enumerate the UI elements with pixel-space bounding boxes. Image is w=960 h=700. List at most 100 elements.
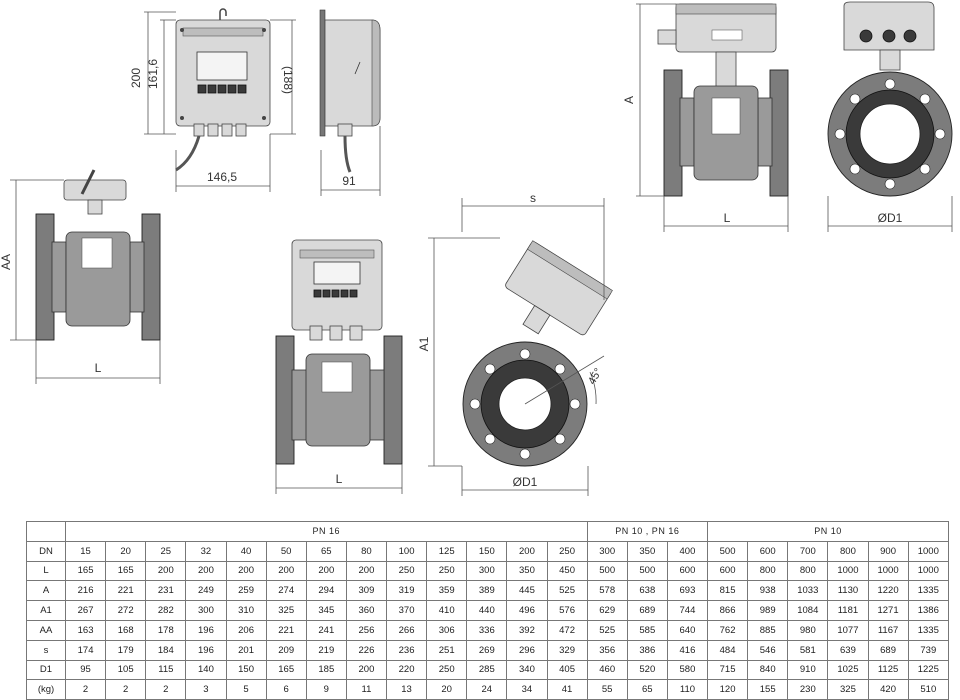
compact-meter-front-view: A L xyxy=(622,3,789,232)
table-cell: 249 xyxy=(185,580,227,602)
table-cell: 200 xyxy=(265,560,307,582)
remote-sensor-view: AA L xyxy=(0,169,161,384)
table-cell: 440 xyxy=(466,600,508,621)
table-cell: 196 xyxy=(185,639,227,661)
dim-label-161-6: 161,6 xyxy=(146,59,160,89)
table-cell: 274 xyxy=(265,580,307,602)
table-cell: 250 xyxy=(426,659,468,681)
table-cell: 580 xyxy=(666,659,709,681)
dim-label-188: (188) xyxy=(281,66,295,94)
table-cell: 6 xyxy=(265,679,307,700)
table-cell: 800 xyxy=(747,560,789,582)
table-cell: 200 xyxy=(345,560,388,582)
table-cell: 256 xyxy=(345,619,388,641)
table-cell: 640 xyxy=(666,619,709,641)
table-cell: 300 xyxy=(466,560,508,582)
table-cell: 216 xyxy=(64,580,107,602)
table-cell: 201 xyxy=(225,639,267,661)
table-cell: 219 xyxy=(305,639,347,661)
table-cell: 155 xyxy=(747,679,789,700)
table-cell: 445 xyxy=(506,580,548,602)
table-cell: 1271 xyxy=(867,600,909,621)
table-cell: 65 xyxy=(626,679,668,700)
table-cell: 1335 xyxy=(907,580,950,602)
table-cell: 115 xyxy=(145,659,187,681)
table-cell: 3 xyxy=(185,679,227,700)
table-cell: 1084 xyxy=(787,600,829,621)
table-cell: 638 xyxy=(626,580,668,602)
table-cell: 259 xyxy=(225,580,267,602)
table-cell: 163 xyxy=(64,619,107,641)
table-cell: 800 xyxy=(827,540,869,562)
table-cell: 420 xyxy=(867,679,909,700)
table-cell: 980 xyxy=(787,619,829,641)
table-cell: 209 xyxy=(265,639,307,661)
table-cell: 325 xyxy=(265,600,307,621)
table-cell: 910 xyxy=(787,659,829,681)
table-cell: 294 xyxy=(305,580,347,602)
table-cell: 226 xyxy=(345,639,388,661)
dim-label-a1: A1 xyxy=(417,336,431,351)
dim-label-91: 91 xyxy=(342,174,356,188)
table-corner-cell xyxy=(26,521,66,542)
table-cell: 400 xyxy=(666,540,709,562)
table-cell: 840 xyxy=(747,659,789,681)
table-cell: 989 xyxy=(747,600,789,621)
table-cell: 140 xyxy=(185,659,227,681)
dim-label-d1-top: ØD1 xyxy=(878,211,903,225)
dim-label-a: A xyxy=(622,96,636,104)
table-cell: 525 xyxy=(586,619,628,641)
table-cell: 40 xyxy=(225,540,267,562)
table-cell: 345 xyxy=(305,600,347,621)
dim-label-l-center: L xyxy=(336,472,343,486)
table-cell: 472 xyxy=(546,619,588,641)
table-cell: 866 xyxy=(706,600,749,621)
table-cell: 24 xyxy=(466,679,508,700)
table-cell: 350 xyxy=(506,560,548,582)
table-cell: 55 xyxy=(586,679,628,700)
table-cell: 230 xyxy=(787,679,829,700)
table-cell: 231 xyxy=(145,580,187,602)
dim-label-d1-bottom: ØD1 xyxy=(513,475,538,489)
table-cell: 200 xyxy=(145,560,187,582)
table-cell: 272 xyxy=(105,600,147,621)
table-cell: 815 xyxy=(706,580,749,602)
table-cell: 110 xyxy=(666,679,709,700)
table-cell: 200 xyxy=(185,560,227,582)
table-cell: 120 xyxy=(706,679,749,700)
table-cell: 1225 xyxy=(907,659,950,681)
table-cell: 11 xyxy=(345,679,388,700)
table-cell: 236 xyxy=(385,639,428,661)
table-cell: 350 xyxy=(626,540,668,562)
row-label: s xyxy=(26,639,66,661)
table-cell: 100 xyxy=(385,540,428,562)
table-cell: 50 xyxy=(265,540,307,562)
table-cell: 416 xyxy=(666,639,709,661)
table-cell: 200 xyxy=(305,560,347,582)
table-cell: 1000 xyxy=(907,540,950,562)
table-cell: 310 xyxy=(225,600,267,621)
table-cell: 250 xyxy=(385,560,428,582)
table-cell: 282 xyxy=(145,600,187,621)
table-cell: 220 xyxy=(385,659,428,681)
table-cell: 520 xyxy=(626,659,668,681)
row-label: L xyxy=(26,560,66,582)
table-cell: 1335 xyxy=(907,619,950,641)
table-cell: 938 xyxy=(747,580,789,602)
table-cell: 693 xyxy=(666,580,709,602)
table-cell: 576 xyxy=(546,600,588,621)
table-cell: 629 xyxy=(586,600,628,621)
table-cell: 241 xyxy=(305,619,347,641)
table-cell: 269 xyxy=(466,639,508,661)
dim-label-aa: AA xyxy=(0,254,13,270)
table-cell: 221 xyxy=(105,580,147,602)
table-cell: 1130 xyxy=(827,580,869,602)
table-cell: 65 xyxy=(305,540,347,562)
table-cell: 309 xyxy=(345,580,388,602)
